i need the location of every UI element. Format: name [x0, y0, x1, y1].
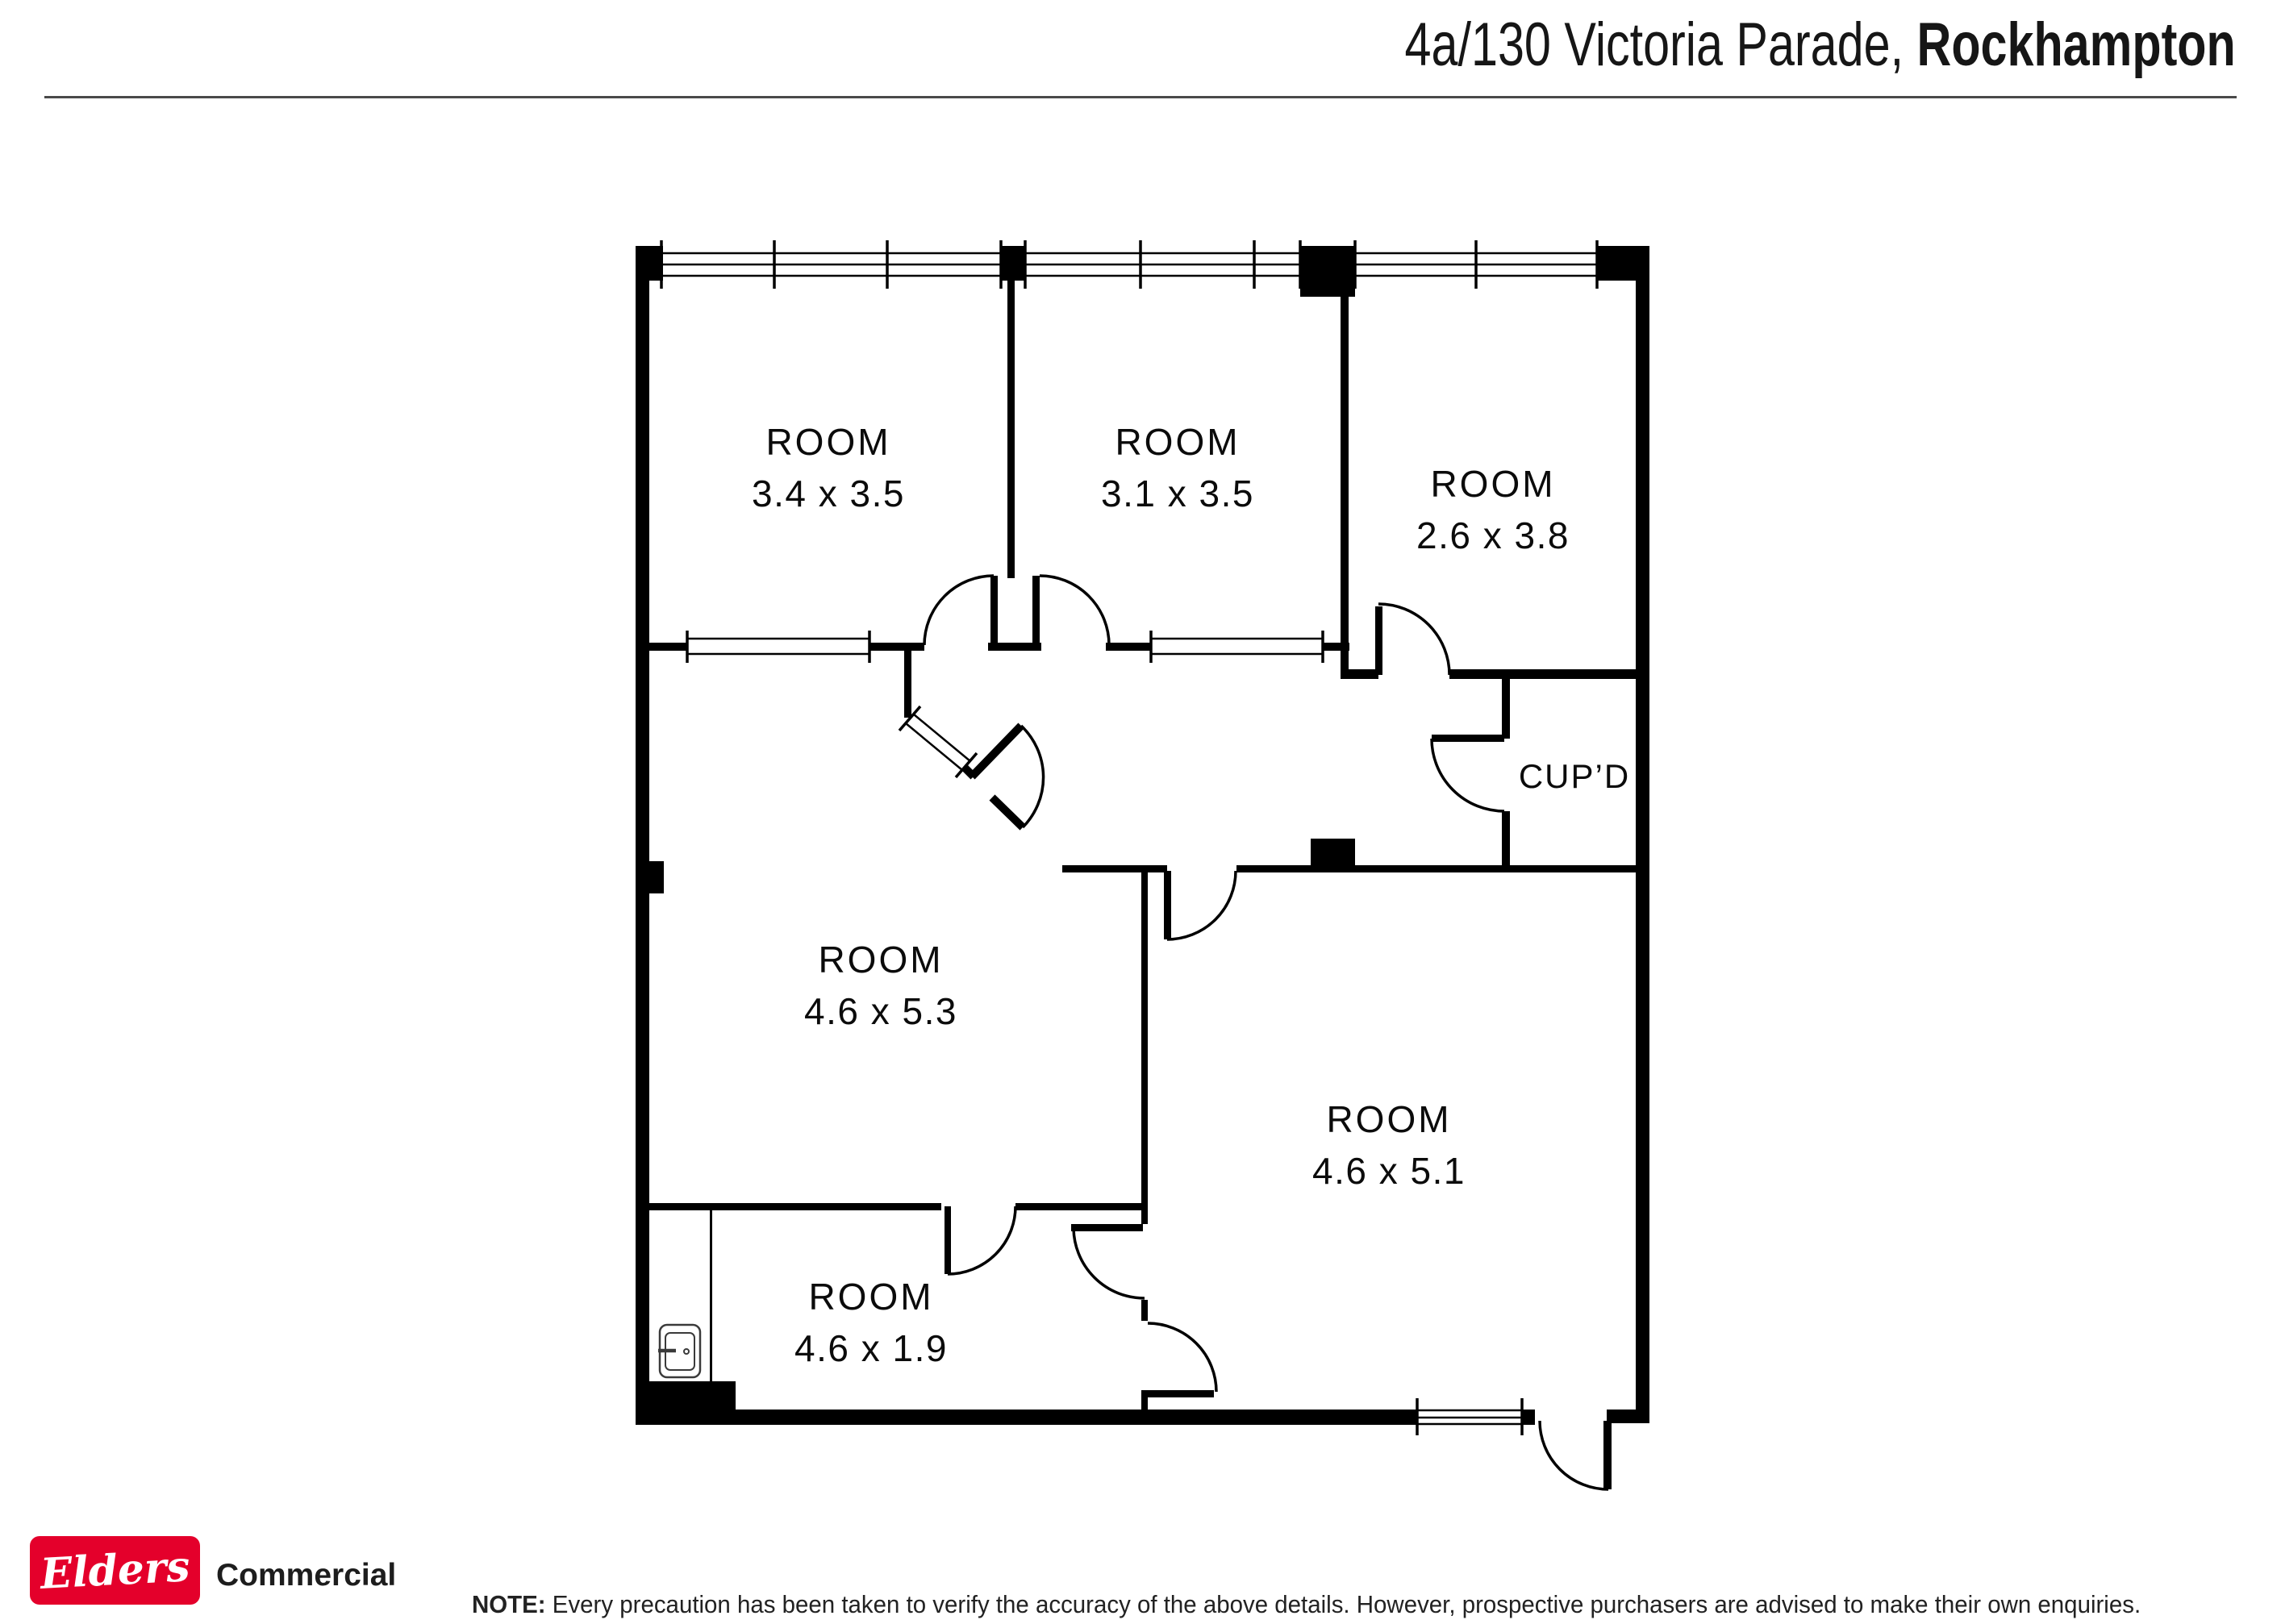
- toilet-icon: [658, 1323, 702, 1379]
- room-labels: ROOM 3.4 x 3.5 ROOM 3.1 x 3.5 ROOM 2.6 x…: [752, 421, 1630, 1369]
- window-icon: [1416, 1398, 1524, 1435]
- window-icon: [660, 240, 1003, 289]
- note-label: NOTE:: [472, 1590, 546, 1618]
- window-icon: [1353, 240, 1599, 289]
- column-mid: [1311, 839, 1355, 871]
- svg-text:ROOM: ROOM: [1326, 1098, 1451, 1140]
- svg-text:3.4 x 3.5: 3.4 x 3.5: [752, 473, 905, 514]
- svg-text:ROOM: ROOM: [1430, 463, 1555, 505]
- room-label-3: ROOM 2.6 x 3.8: [1416, 463, 1570, 556]
- room-label-1: ROOM 3.4 x 3.5: [752, 421, 905, 514]
- windows: [660, 240, 1599, 1435]
- room-label-2: ROOM 3.1 x 3.5: [1101, 421, 1254, 514]
- window-icon: [1149, 631, 1324, 663]
- svg-text:4.6 x 5.1: 4.6 x 5.1: [1312, 1150, 1466, 1192]
- cupboard-label: CUP’D: [1519, 757, 1630, 795]
- elders-logo: Elders: [30, 1536, 200, 1605]
- wc-partition: [710, 1210, 712, 1381]
- svg-text:2.6 x 3.8: 2.6 x 3.8: [1416, 514, 1570, 556]
- window-icon: [898, 705, 978, 779]
- door-arc-upper: [1072, 1226, 1145, 1300]
- room-label-6: ROOM 4.6 x 1.9: [794, 1276, 948, 1369]
- column-left: [649, 861, 664, 893]
- door-arc-room3: [1378, 602, 1451, 676]
- svg-text:ROOM: ROOM: [808, 1276, 933, 1318]
- page-title: 4a/130 Victoria Parade, Rockhampton: [1405, 10, 2236, 80]
- door-arc-room5: [1166, 870, 1237, 941]
- column-top: [1300, 246, 1355, 297]
- svg-text:ROOM: ROOM: [765, 421, 890, 463]
- door-leaves: [945, 576, 1612, 1489]
- corner-pier: [636, 1381, 736, 1425]
- door-arc-entry: [1538, 1420, 1609, 1491]
- door-arc-hall: [1020, 724, 1045, 829]
- room-label-4: ROOM 4.6 x 5.3: [804, 939, 957, 1032]
- title-address: 4a/130 Victoria Parade,: [1404, 10, 1917, 79]
- room-label-5: ROOM 4.6 x 5.1: [1312, 1098, 1466, 1192]
- disclaimer-note: NOTE: Every precaution has been taken to…: [472, 1590, 2141, 1619]
- title-suburb: Rockhampton: [1916, 10, 2236, 79]
- door-arcs: [923, 574, 1609, 1491]
- note-text: Every precaution has been taken to verif…: [552, 1590, 2141, 1618]
- door-arc-room1: [923, 574, 995, 646]
- svg-text:4.6 x 5.3: 4.6 x 5.3: [804, 990, 957, 1032]
- door-arc-wc: [947, 1206, 1017, 1276]
- window-icon: [686, 631, 871, 663]
- walls: [636, 246, 1649, 1425]
- header-divider: [44, 96, 2237, 98]
- svg-text:ROOM: ROOM: [1115, 421, 1240, 463]
- svg-text:4.6 x 1.9: 4.6 x 1.9: [794, 1327, 948, 1369]
- brand-commercial: Commercial: [216, 1558, 397, 1593]
- door-arc-cupboard: [1430, 738, 1505, 813]
- hall-door-leaf: [969, 722, 1024, 780]
- svg-text:ROOM: ROOM: [818, 939, 943, 981]
- svg-text:3.1 x 3.5: 3.1 x 3.5: [1101, 473, 1254, 514]
- door-arc-lower: [1147, 1322, 1218, 1393]
- window-icon: [1024, 240, 1302, 289]
- elders-logo-text: Elders: [39, 1542, 191, 1599]
- door-arc-room2: [1039, 574, 1111, 646]
